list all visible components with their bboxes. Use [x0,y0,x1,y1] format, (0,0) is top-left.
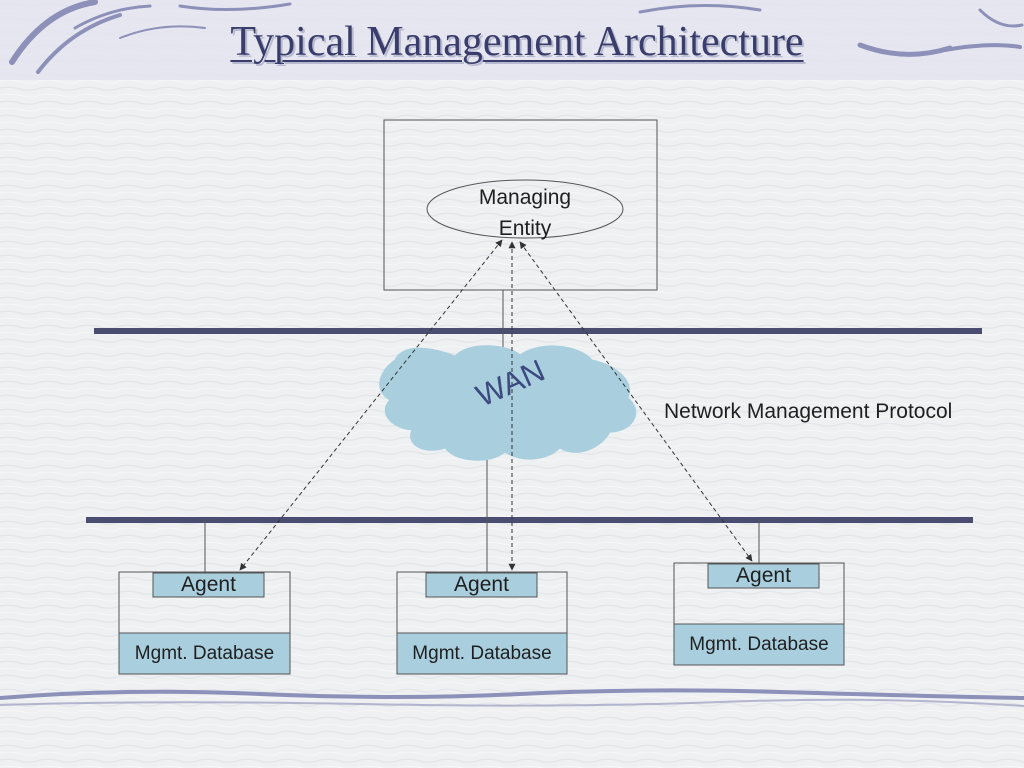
agent-1-label: Agent [181,573,236,596]
agent-2-database-box [396,632,568,675]
agent-1-label-box [152,572,265,598]
agent-3-database-box [673,623,845,666]
agent-2-label: Agent [454,573,509,596]
protocol-arrow-agent-3 [519,241,753,562]
protocol-arrow-agent-1 [239,239,503,571]
agent-3-label: Agent [736,564,791,587]
managing-entity-label: Managing Entity [478,186,572,240]
agent-3-database-label: Mgmt. Database [689,634,829,655]
agent-1-database-box [118,632,291,675]
network-management-protocol-label: Network Management Protocol [664,400,953,423]
agent-3-label-box [707,563,820,589]
decorative-swooshes [0,0,1024,707]
slide-title: Typical Management Architecture [230,19,804,65]
title-banner [0,0,1024,80]
managing-entity-ellipse [426,179,624,239]
agent-1-database-label: Mgmt. Database [134,643,275,664]
agent-2-label-box [425,572,538,598]
agent-2-database-label: Mgmt. Database [412,643,552,664]
